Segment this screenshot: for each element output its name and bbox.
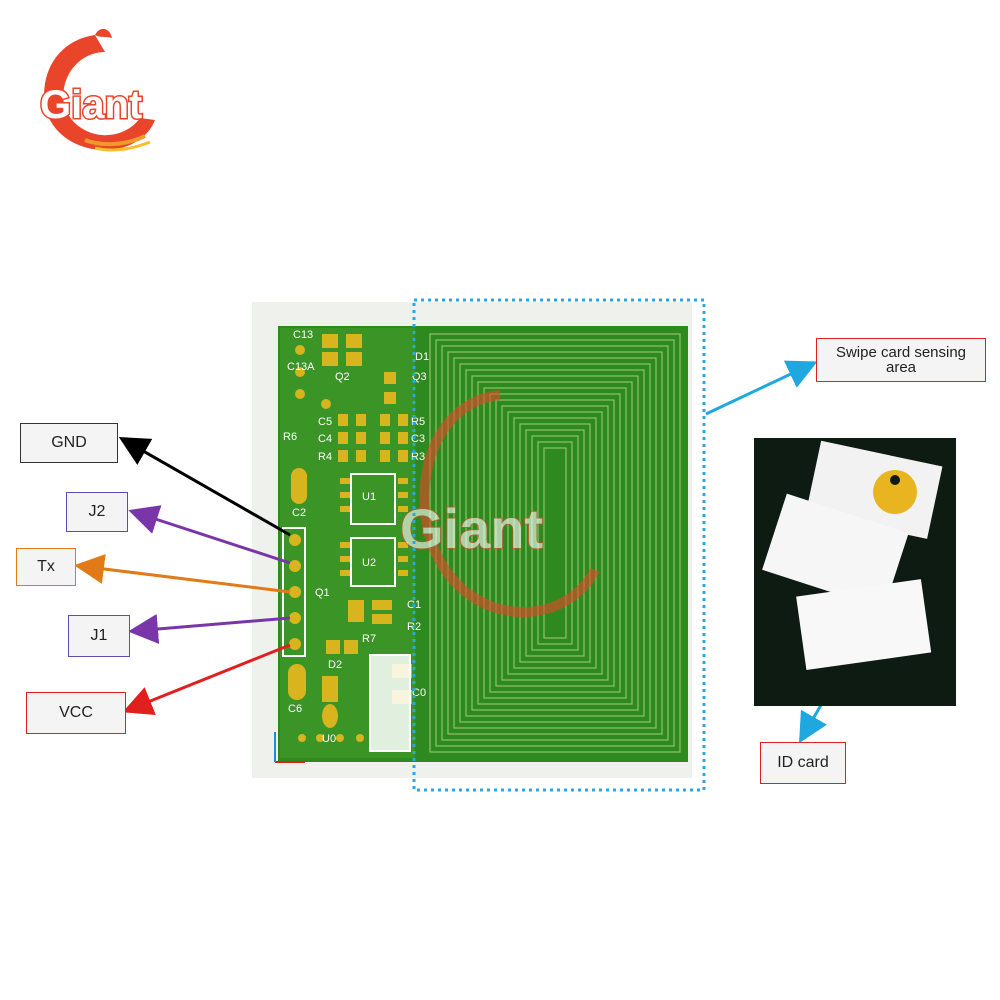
silk-d1: D1 <box>415 351 429 363</box>
silk-u0: U0 <box>322 733 336 745</box>
silk-c0: C0 <box>412 687 426 699</box>
arrow-gnd <box>118 437 291 537</box>
sensing-area-outline <box>412 298 706 792</box>
id-cards-photo <box>754 438 956 706</box>
silk-u1: U1 <box>362 491 376 503</box>
silk-q3: Q3 <box>412 371 427 383</box>
silk-c2: C2 <box>292 507 306 519</box>
silk-c6: C6 <box>288 703 302 715</box>
arrow-sensing-area <box>705 360 818 416</box>
label-gnd-text: GND <box>51 434 87 451</box>
silk-c13a: C13A <box>287 361 315 373</box>
label-j2: J2 <box>66 492 128 532</box>
watermark: Giant <box>399 390 600 618</box>
label-tx-text: Tx <box>37 558 55 575</box>
silk-q1: Q1 <box>315 587 330 599</box>
arrow-tx <box>74 554 291 594</box>
label-sensing-area-text: Swipe card sensing area <box>835 344 967 376</box>
silk-c4: C4 <box>318 433 332 445</box>
silk-d2: D2 <box>328 659 342 671</box>
silk-c13: C13 <box>293 329 313 341</box>
silk-c5: C5 <box>318 416 332 428</box>
silk-r4: R4 <box>318 451 332 463</box>
pcb-components <box>288 334 412 742</box>
label-sensing-area: Swipe card sensing area <box>816 338 986 382</box>
silk-u2: U2 <box>362 557 376 569</box>
arrow-j1 <box>128 614 291 644</box>
label-j1-text: J1 <box>90 627 108 644</box>
label-vcc: VCC <box>26 692 126 734</box>
label-j2-text: J2 <box>88 503 106 520</box>
watermark-text: Giant <box>400 497 543 560</box>
silk-r7: R7 <box>362 633 376 645</box>
keyfob-icon <box>873 470 917 514</box>
axis-icon <box>274 732 305 763</box>
silk-q2: Q2 <box>335 371 350 383</box>
silkscreen-labels: C13 C13A D1 Q2 Q3 R6 C5 C4 R4 R5 C3 R3 C… <box>283 329 429 745</box>
silk-r6: R6 <box>283 431 297 443</box>
label-id-card: ID card <box>760 742 846 784</box>
antenna-coil <box>429 333 681 753</box>
label-gnd: GND <box>20 423 118 463</box>
label-id-card-text: ID card <box>777 754 829 771</box>
arrow-vcc <box>122 643 291 715</box>
label-vcc-text: VCC <box>59 704 93 721</box>
label-j1: J1 <box>68 615 130 657</box>
arrow-j2 <box>128 505 291 565</box>
label-tx: Tx <box>16 548 76 586</box>
